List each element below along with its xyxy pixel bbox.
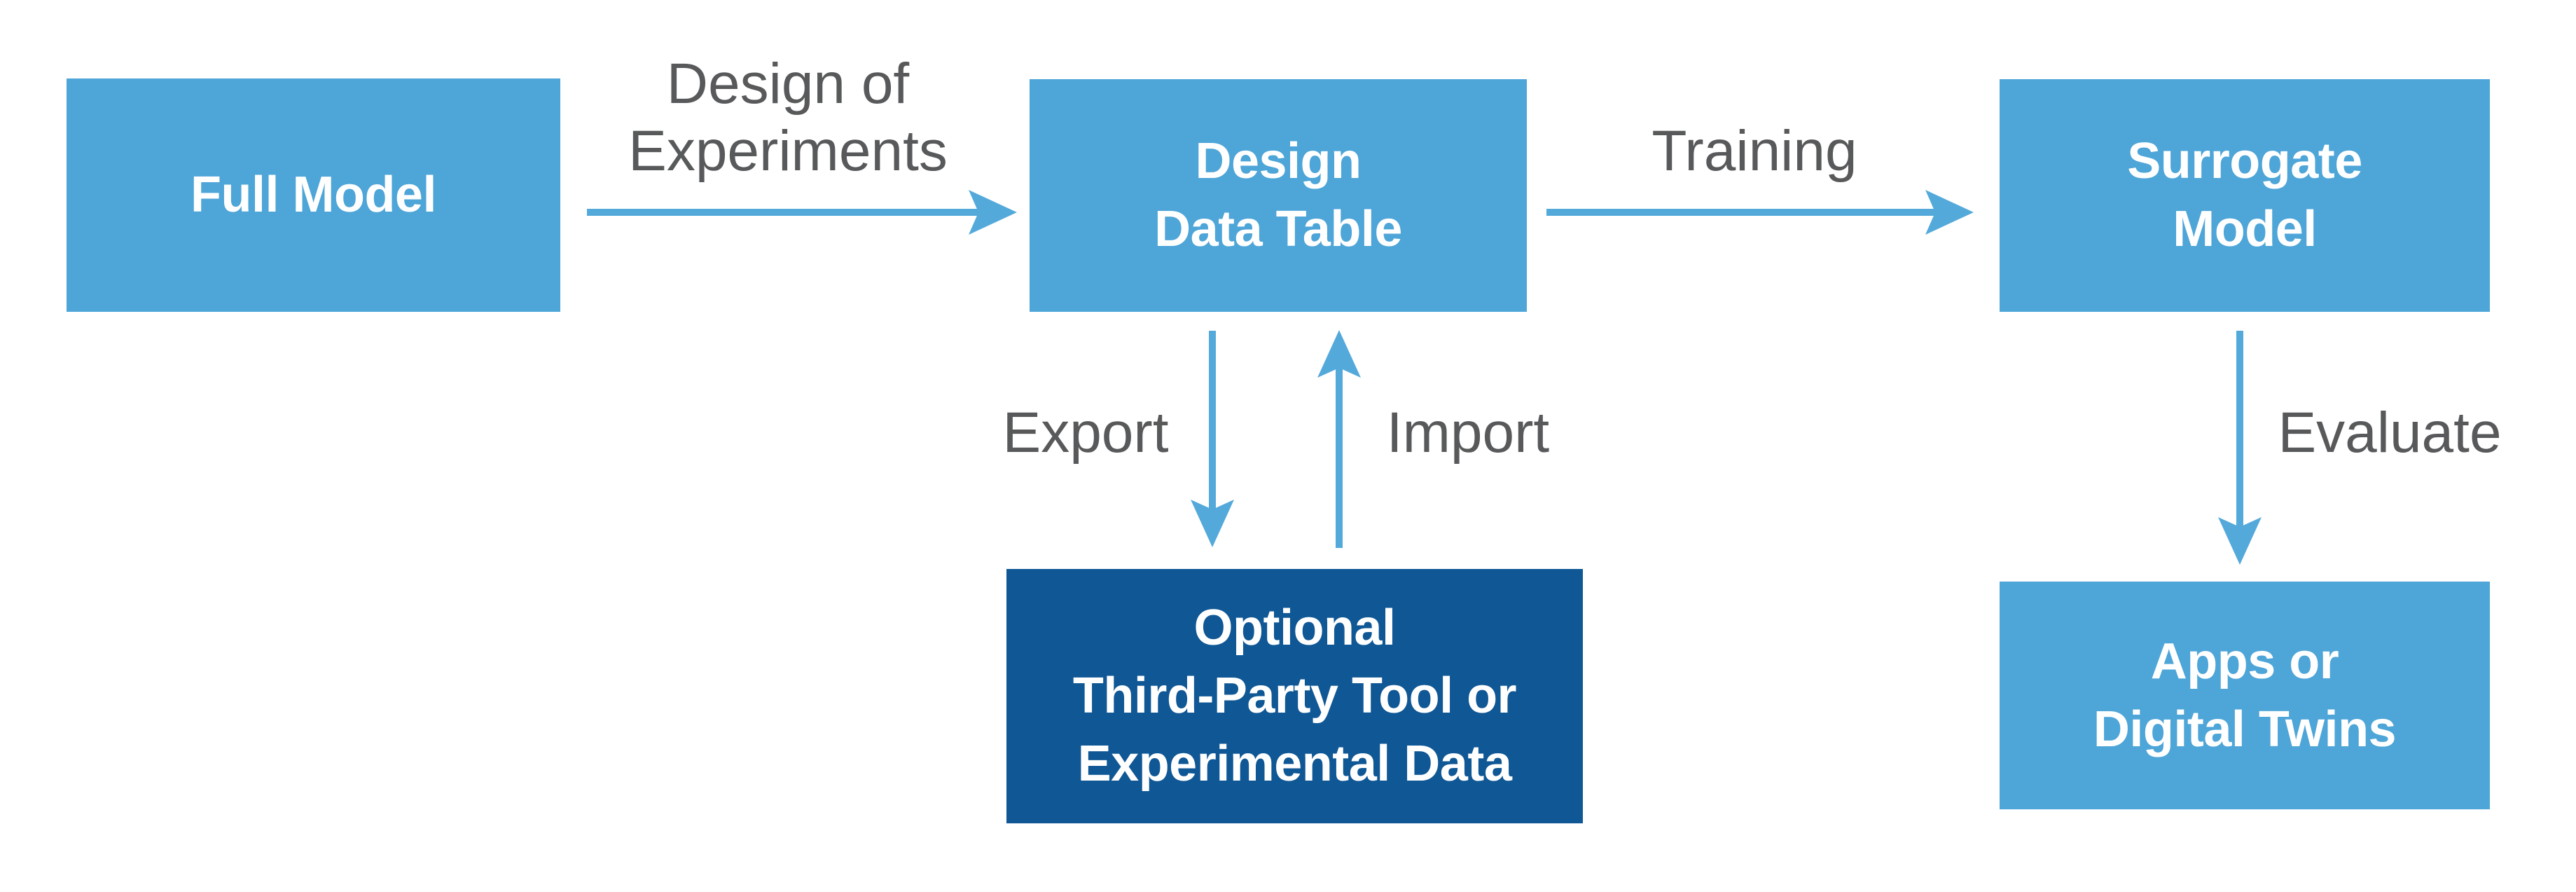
node-apps-digital-twins-label-line1: Apps or: [2150, 633, 2339, 689]
node-design-data-table-label-line1: Design: [1195, 133, 1362, 189]
arrow-import-up: [1317, 330, 1361, 548]
node-third-party-tool-label-line1: Optional: [1193, 600, 1396, 656]
edge-label-export: Export: [1002, 401, 1169, 465]
node-third-party-tool: Optional Third-Party Tool or Experimenta…: [1006, 569, 1583, 823]
node-surrogate-model: Surrogate Model: [2000, 79, 2490, 312]
arrow-evaluate-down: [2218, 331, 2262, 565]
node-apps-digital-twins-label-line2: Digital Twins: [2093, 701, 2397, 757]
edge-label-training: Training: [1651, 119, 1857, 183]
node-design-data-table: Design Data Table: [1030, 79, 1527, 312]
edge-label-design-of-experiments: Design of Experiments: [543, 50, 1033, 185]
edge-label-evaluate: Evaluate: [2278, 401, 2502, 465]
edge-label-design-of-experiments-line2: Experiments: [628, 119, 948, 183]
arrow-training: [1546, 190, 1974, 235]
arrow-design-of-experiments: [587, 190, 1017, 235]
node-surrogate-model-label-line2: Model: [2173, 201, 2317, 257]
node-third-party-tool-label-line3: Experimental Data: [1077, 736, 1512, 792]
node-third-party-tool-label-line2: Third-Party Tool or: [1072, 668, 1517, 724]
node-design-data-table-label-line2: Data Table: [1154, 201, 1402, 257]
node-full-model: Full Model: [67, 78, 560, 312]
edge-label-design-of-experiments-line1: Design of: [666, 52, 910, 116]
node-surrogate-model-label-line1: Surrogate: [2127, 133, 2362, 189]
node-full-model-label: Full Model: [191, 167, 436, 223]
node-apps-digital-twins: Apps or Digital Twins: [2000, 582, 2490, 809]
edge-label-import: Import: [1386, 401, 1550, 465]
